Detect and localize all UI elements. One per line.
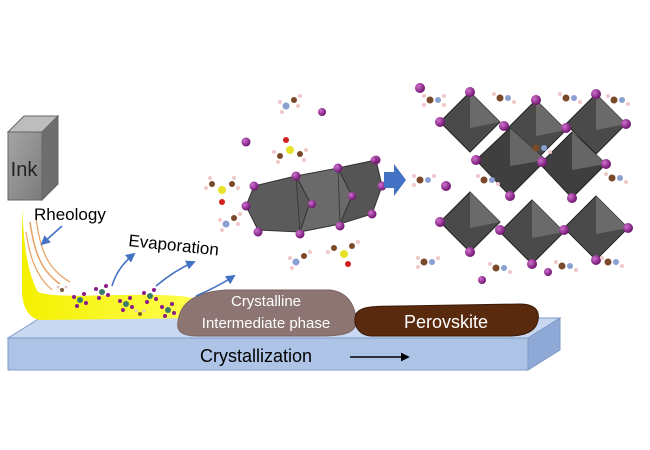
- perovskite-layer: [354, 303, 539, 337]
- rheology-arrow: [40, 225, 63, 246]
- perovskite-lattice: [412, 83, 633, 284]
- evaporation-arrow-2: [155, 260, 196, 287]
- perovskite-label: Perovskite: [404, 312, 488, 332]
- evaporation-label: Evaporation: [128, 231, 220, 259]
- ink-box: [6, 114, 60, 202]
- intermediate-structure: [204, 94, 387, 270]
- evaporation-arrow-3: [195, 274, 236, 297]
- crystallization-label: Crystallization: [200, 346, 312, 366]
- transformation-arrow: [384, 164, 406, 196]
- intermediate-label-line1: Crystalline: [231, 293, 301, 310]
- ink-label: Ink: [11, 159, 39, 181]
- ink-film: [22, 208, 212, 320]
- precursor-clusters: [56, 284, 176, 318]
- evaporation-arrow-1: [111, 252, 136, 287]
- intermediate-label-line2: Intermediate phase: [202, 315, 330, 332]
- rheology-label: Rheology: [34, 205, 106, 224]
